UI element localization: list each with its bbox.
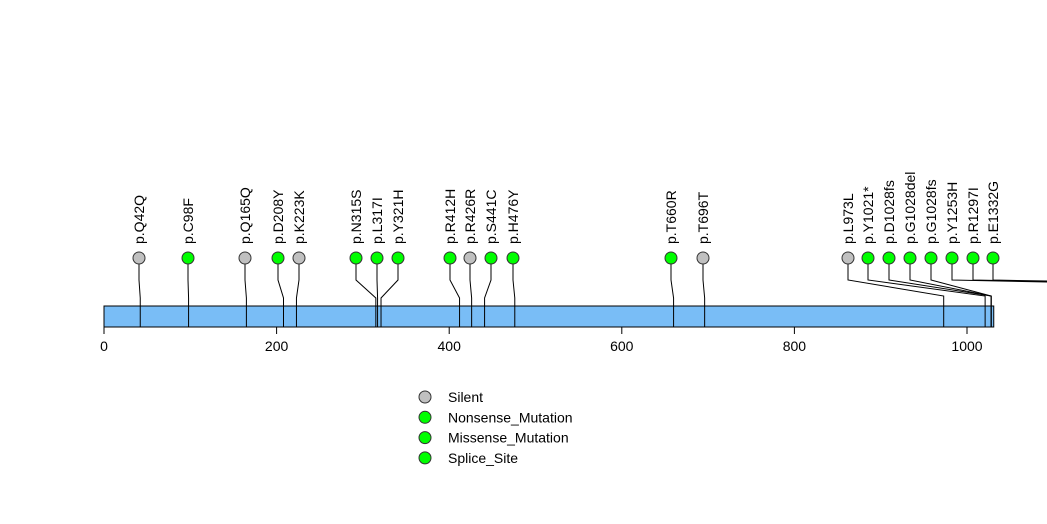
mutation-stem [138,258,141,306]
mutation-stem [244,258,247,306]
mutation-head [349,251,363,265]
mutation-label: p.T660R [663,190,679,244]
mutation-head [443,251,457,265]
mutation-head [370,251,384,265]
mutation-label: p.K223K [291,190,307,244]
mutation-stem [909,258,992,306]
mutation-stem [355,258,377,306]
mutation-head [966,251,980,265]
mutation-label: p.Q42Q [131,195,147,244]
x-tick-label: 600 [610,338,634,354]
mutation-label: p.C98F [180,198,196,244]
mutation-label: p.N315S [348,190,364,244]
legend-label: Missense_Mutation [448,430,569,446]
x-tick-label: 400 [438,338,462,354]
x-tick-label: 0 [100,338,108,354]
mutation-label: p.S441C [483,190,499,244]
legend-label: Splice_Site [448,450,518,466]
mutation-stem [972,258,1047,282]
protein-bar [103,305,995,328]
mutation-stem [380,258,399,306]
mutation-stem [867,258,986,306]
mutation-head [271,251,285,265]
mutation-stem [469,258,473,306]
x-tick-label: 1000 [951,338,982,354]
mutation-label: p.D1028fs [881,180,897,244]
mutation-head [484,251,498,265]
mutation-head [861,251,875,265]
legend-marker [418,410,432,424]
mutation-label: p.Y1253H [944,182,960,244]
mutation-head [463,251,477,265]
legend-label: Nonsense_Mutation [448,409,573,425]
mutation-head [986,251,1000,265]
mutation-label: p.G1028fs [923,179,939,244]
mutation-label: p.R1297I [965,187,981,244]
mutation-stem [847,258,945,306]
mutation-head [238,251,252,265]
mutation-stem [295,258,300,306]
mutation-stem [484,258,492,306]
x-tick-label: 200 [265,338,289,354]
mutation-label: p.Q165Q [237,187,253,244]
mutation-label: p.T696T [695,191,711,244]
mutation-label: p.L317I [369,197,385,244]
mutation-head [841,251,855,265]
mutation-label: p.E1332G [985,181,1001,244]
mutation-label: p.L973L [840,193,856,244]
mutation-head [882,251,896,265]
mutation-head [664,251,678,265]
mutation-stem [449,258,461,306]
mutation-stem [951,258,1047,283]
mutation-stem [376,258,379,306]
mutation-label: p.R426R [462,189,478,244]
mutation-label: p.Y321H [390,190,406,244]
mutation-head [506,251,520,265]
legend-marker [418,390,432,404]
mutation-head [903,251,917,265]
mutation-stem [187,258,190,306]
mutation-label: p.Y1021* [860,186,876,244]
mutation-stem [512,258,516,306]
mutation-head [945,251,959,265]
mutation-head [292,251,306,265]
mutation-stem [277,258,285,306]
legend-label: Silent [448,389,483,405]
mutation-label: p.H476Y [505,189,521,244]
mutation-label: p.G1028del [902,172,918,244]
mutation-head [696,251,710,265]
mutation-head [181,251,195,265]
mutation-head [132,251,146,265]
mutation-stem [670,258,675,306]
legend-marker [418,431,432,445]
mutation-stem [702,258,706,306]
mutation-stem [992,258,1047,282]
mutation-label: p.R412H [442,189,458,244]
mutation-head [924,251,938,265]
legend-marker [418,451,432,465]
mutation-stem [930,258,992,306]
mutation-head [391,251,405,265]
mutation-label: p.D208Y [270,189,286,244]
x-tick-label: 800 [783,338,807,354]
